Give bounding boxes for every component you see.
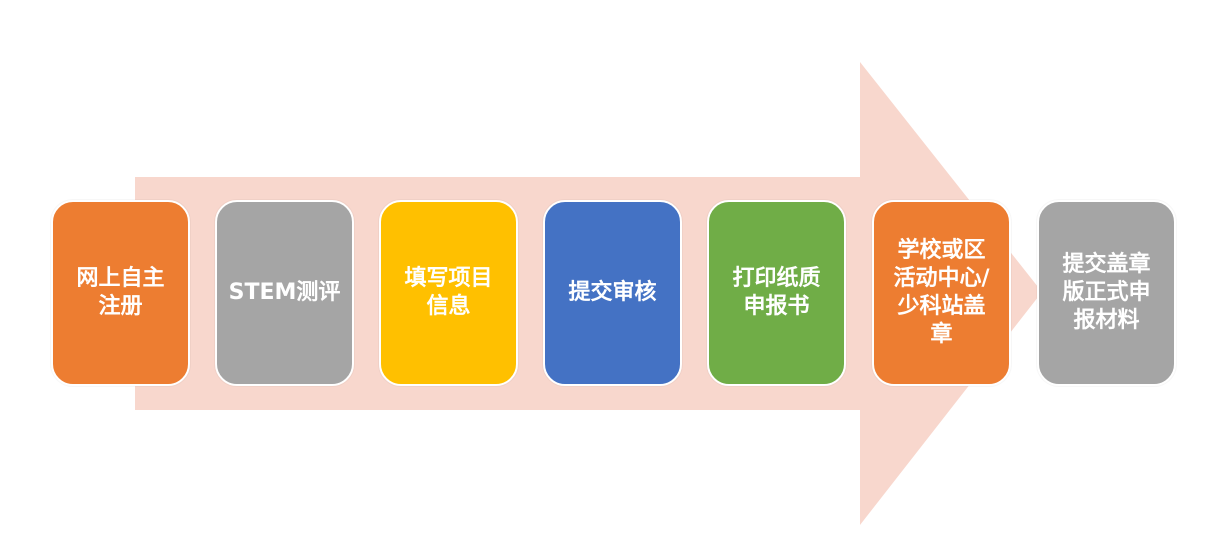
step-label: 学校或区 活动中心/ 少科站盖 章 [893, 238, 990, 347]
step-print-application: 打印纸质 申报书 [707, 200, 846, 386]
step-label: 打印纸质 申报书 [732, 266, 821, 319]
step-submit-sealed-materials: 提交盖章 版正式申 报材料 [1037, 200, 1176, 386]
step-label: 网上自主 注册 [76, 266, 165, 319]
step-label: STEM测评 [228, 280, 341, 305]
step-label: 提交盖章 版正式申 报材料 [1062, 252, 1151, 333]
step-fill-project-info: 填写项目 信息 [379, 200, 518, 386]
step-stem-assessment: STEM测评 [215, 200, 354, 386]
step-online-registration: 网上自主 注册 [51, 200, 190, 386]
step-submit-review: 提交审核 [543, 200, 682, 386]
step-label: 提交审核 [568, 280, 657, 305]
step-official-seal: 学校或区 活动中心/ 少科站盖 章 [872, 200, 1011, 386]
step-label: 填写项目 信息 [404, 266, 493, 319]
